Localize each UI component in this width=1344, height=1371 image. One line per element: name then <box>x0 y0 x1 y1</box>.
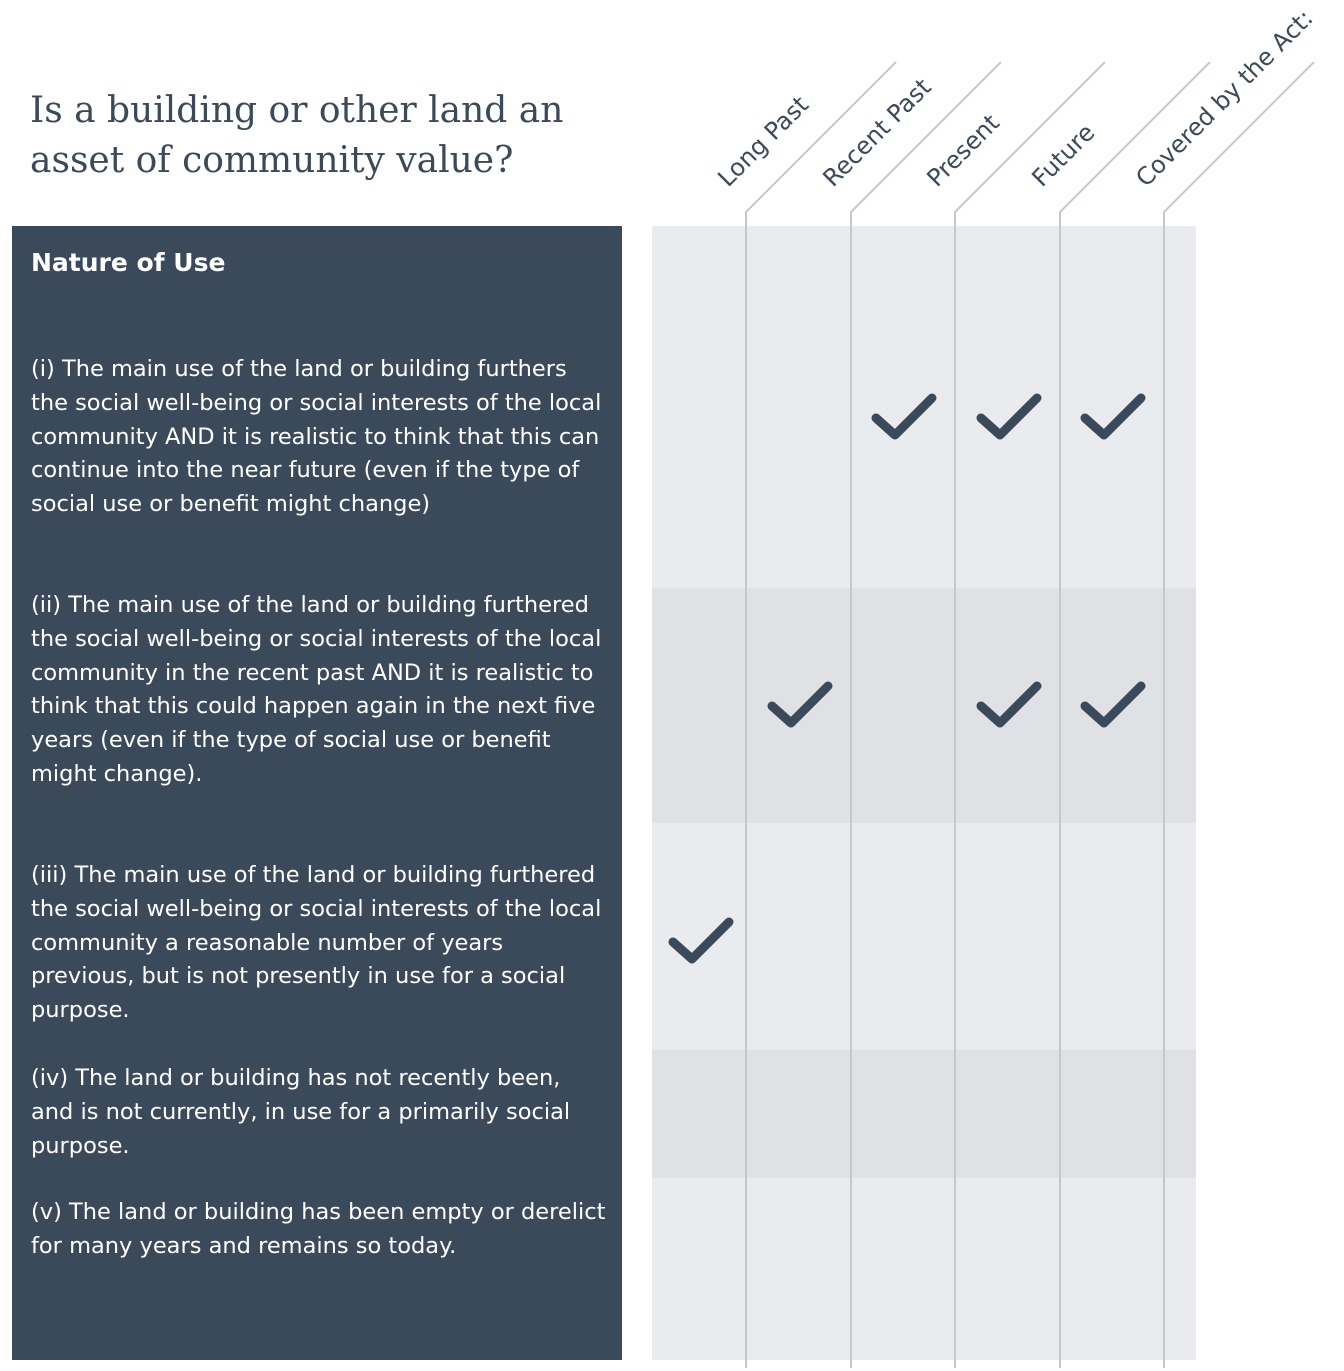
page-title: Is a building or other land an asset of … <box>30 86 630 186</box>
check-icon <box>1080 681 1146 728</box>
criterion-2: (ii) The main use of the land or buildin… <box>31 592 602 787</box>
panel-heading: Nature of Use <box>31 248 226 277</box>
row-band-2 <box>652 588 1196 823</box>
column-label-3: Present <box>921 109 1004 192</box>
check-icon <box>668 917 734 964</box>
column-label-5: Covered by the Act: <box>1130 4 1318 192</box>
check-icon <box>871 393 937 440</box>
column-divider-4 <box>1059 61 1211 1368</box>
row-band-3 <box>652 823 1196 1050</box>
column-divider-5 <box>1163 61 1315 1368</box>
criterion-1: (i) The main use of the land or building… <box>31 356 602 518</box>
criterion-3: (iii) The main use of the land or buildi… <box>31 862 602 1024</box>
row-band-4 <box>652 1050 1196 1178</box>
check-icon <box>767 681 833 728</box>
nature-of-use-panel: Nature of Use (i) The main use of the la… <box>12 226 622 1360</box>
criterion-4: (iv) The land or building has not recent… <box>31 1065 571 1159</box>
column-label-1: Long Past <box>712 91 814 193</box>
column-divider-3 <box>954 61 1106 1368</box>
row-band-5 <box>652 1178 1196 1360</box>
check-icon <box>976 681 1042 728</box>
title-line-1: Is a building or other land an <box>30 90 564 131</box>
title-line-2: asset of community value? <box>30 140 514 181</box>
criterion-5: (v) The land or building has been empty … <box>31 1199 606 1259</box>
column-label-2: Recent Past <box>817 73 936 192</box>
column-divider-2 <box>850 61 1002 1368</box>
check-icon <box>1080 393 1146 440</box>
check-icon <box>976 393 1042 440</box>
column-divider-1 <box>745 61 897 1368</box>
